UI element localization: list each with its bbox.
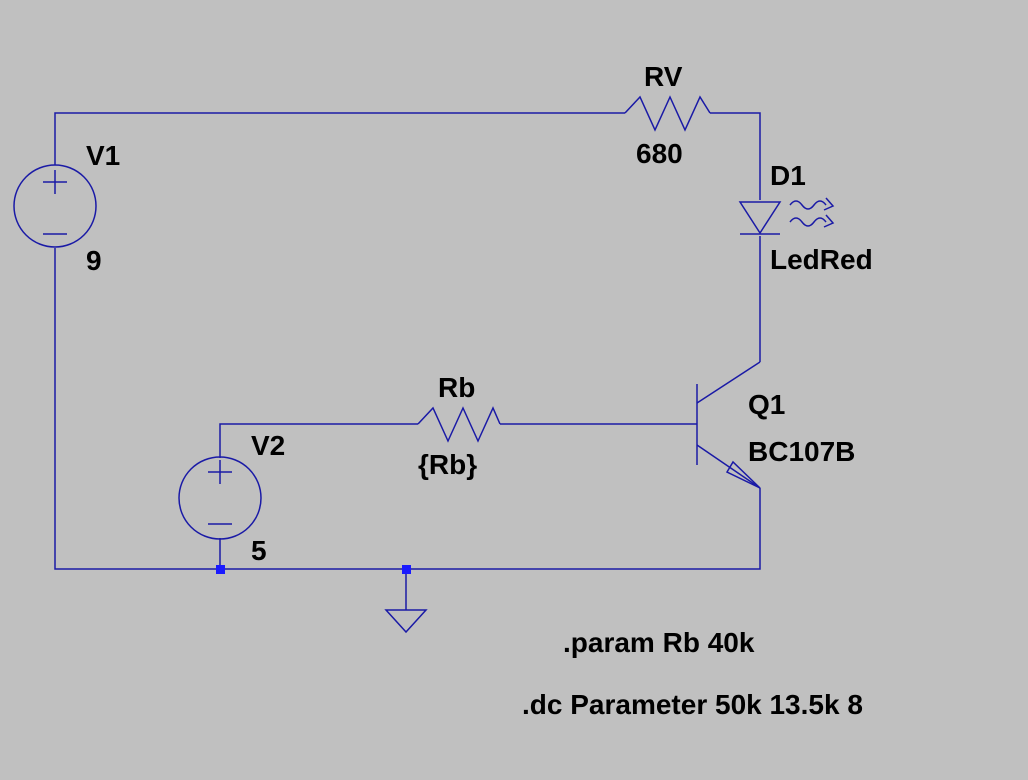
resistor-zigzag-icon [624, 95, 711, 132]
rv-resistor[interactable]: RV 680 [624, 61, 711, 169]
rb-value-label: {Rb} [418, 449, 477, 480]
wire-v2-to-rb[interactable] [219, 423, 418, 458]
v1-ref-label: V1 [86, 140, 120, 171]
v1-value-label: 9 [86, 245, 102, 276]
voltage-source-icon [13, 164, 97, 248]
npn-transistor-icon [696, 361, 761, 489]
rb-resistor[interactable]: Rb {Rb} [417, 372, 501, 480]
wire-rv-to-d1[interactable] [710, 112, 761, 200]
resistor-zigzag-icon [417, 406, 501, 443]
wire-left-return[interactable] [54, 248, 761, 570]
rv-value-label: 680 [636, 138, 683, 169]
junction-dot [402, 565, 411, 574]
ground-icon[interactable] [384, 609, 428, 634]
rb-ref-label: Rb [438, 372, 475, 403]
v2-value-label: 5 [251, 535, 267, 566]
q1-value-label: BC107B [748, 436, 855, 467]
q1-npn-transistor[interactable]: Q1 BC107B [696, 361, 855, 489]
v2-ref-label: V2 [251, 430, 285, 461]
dc-directive[interactable]: .dc Parameter 50k 13.5k 8 [522, 689, 863, 720]
d1-led[interactable]: D1 LedRed [738, 160, 873, 275]
q1-ref-label: Q1 [748, 389, 785, 420]
junction-dot [216, 565, 225, 574]
d1-ref-label: D1 [770, 160, 806, 191]
v2-voltage-source[interactable]: V2 5 [178, 430, 285, 566]
wire-top[interactable] [54, 112, 625, 165]
voltage-source-icon [178, 456, 262, 540]
rv-ref-label: RV [644, 61, 683, 92]
led-icon [738, 197, 835, 235]
d1-value-label: LedRed [770, 244, 873, 275]
v1-voltage-source[interactable]: V1 9 [13, 140, 120, 276]
param-directive[interactable]: .param Rb 40k [563, 627, 755, 658]
wires [54, 112, 761, 610]
